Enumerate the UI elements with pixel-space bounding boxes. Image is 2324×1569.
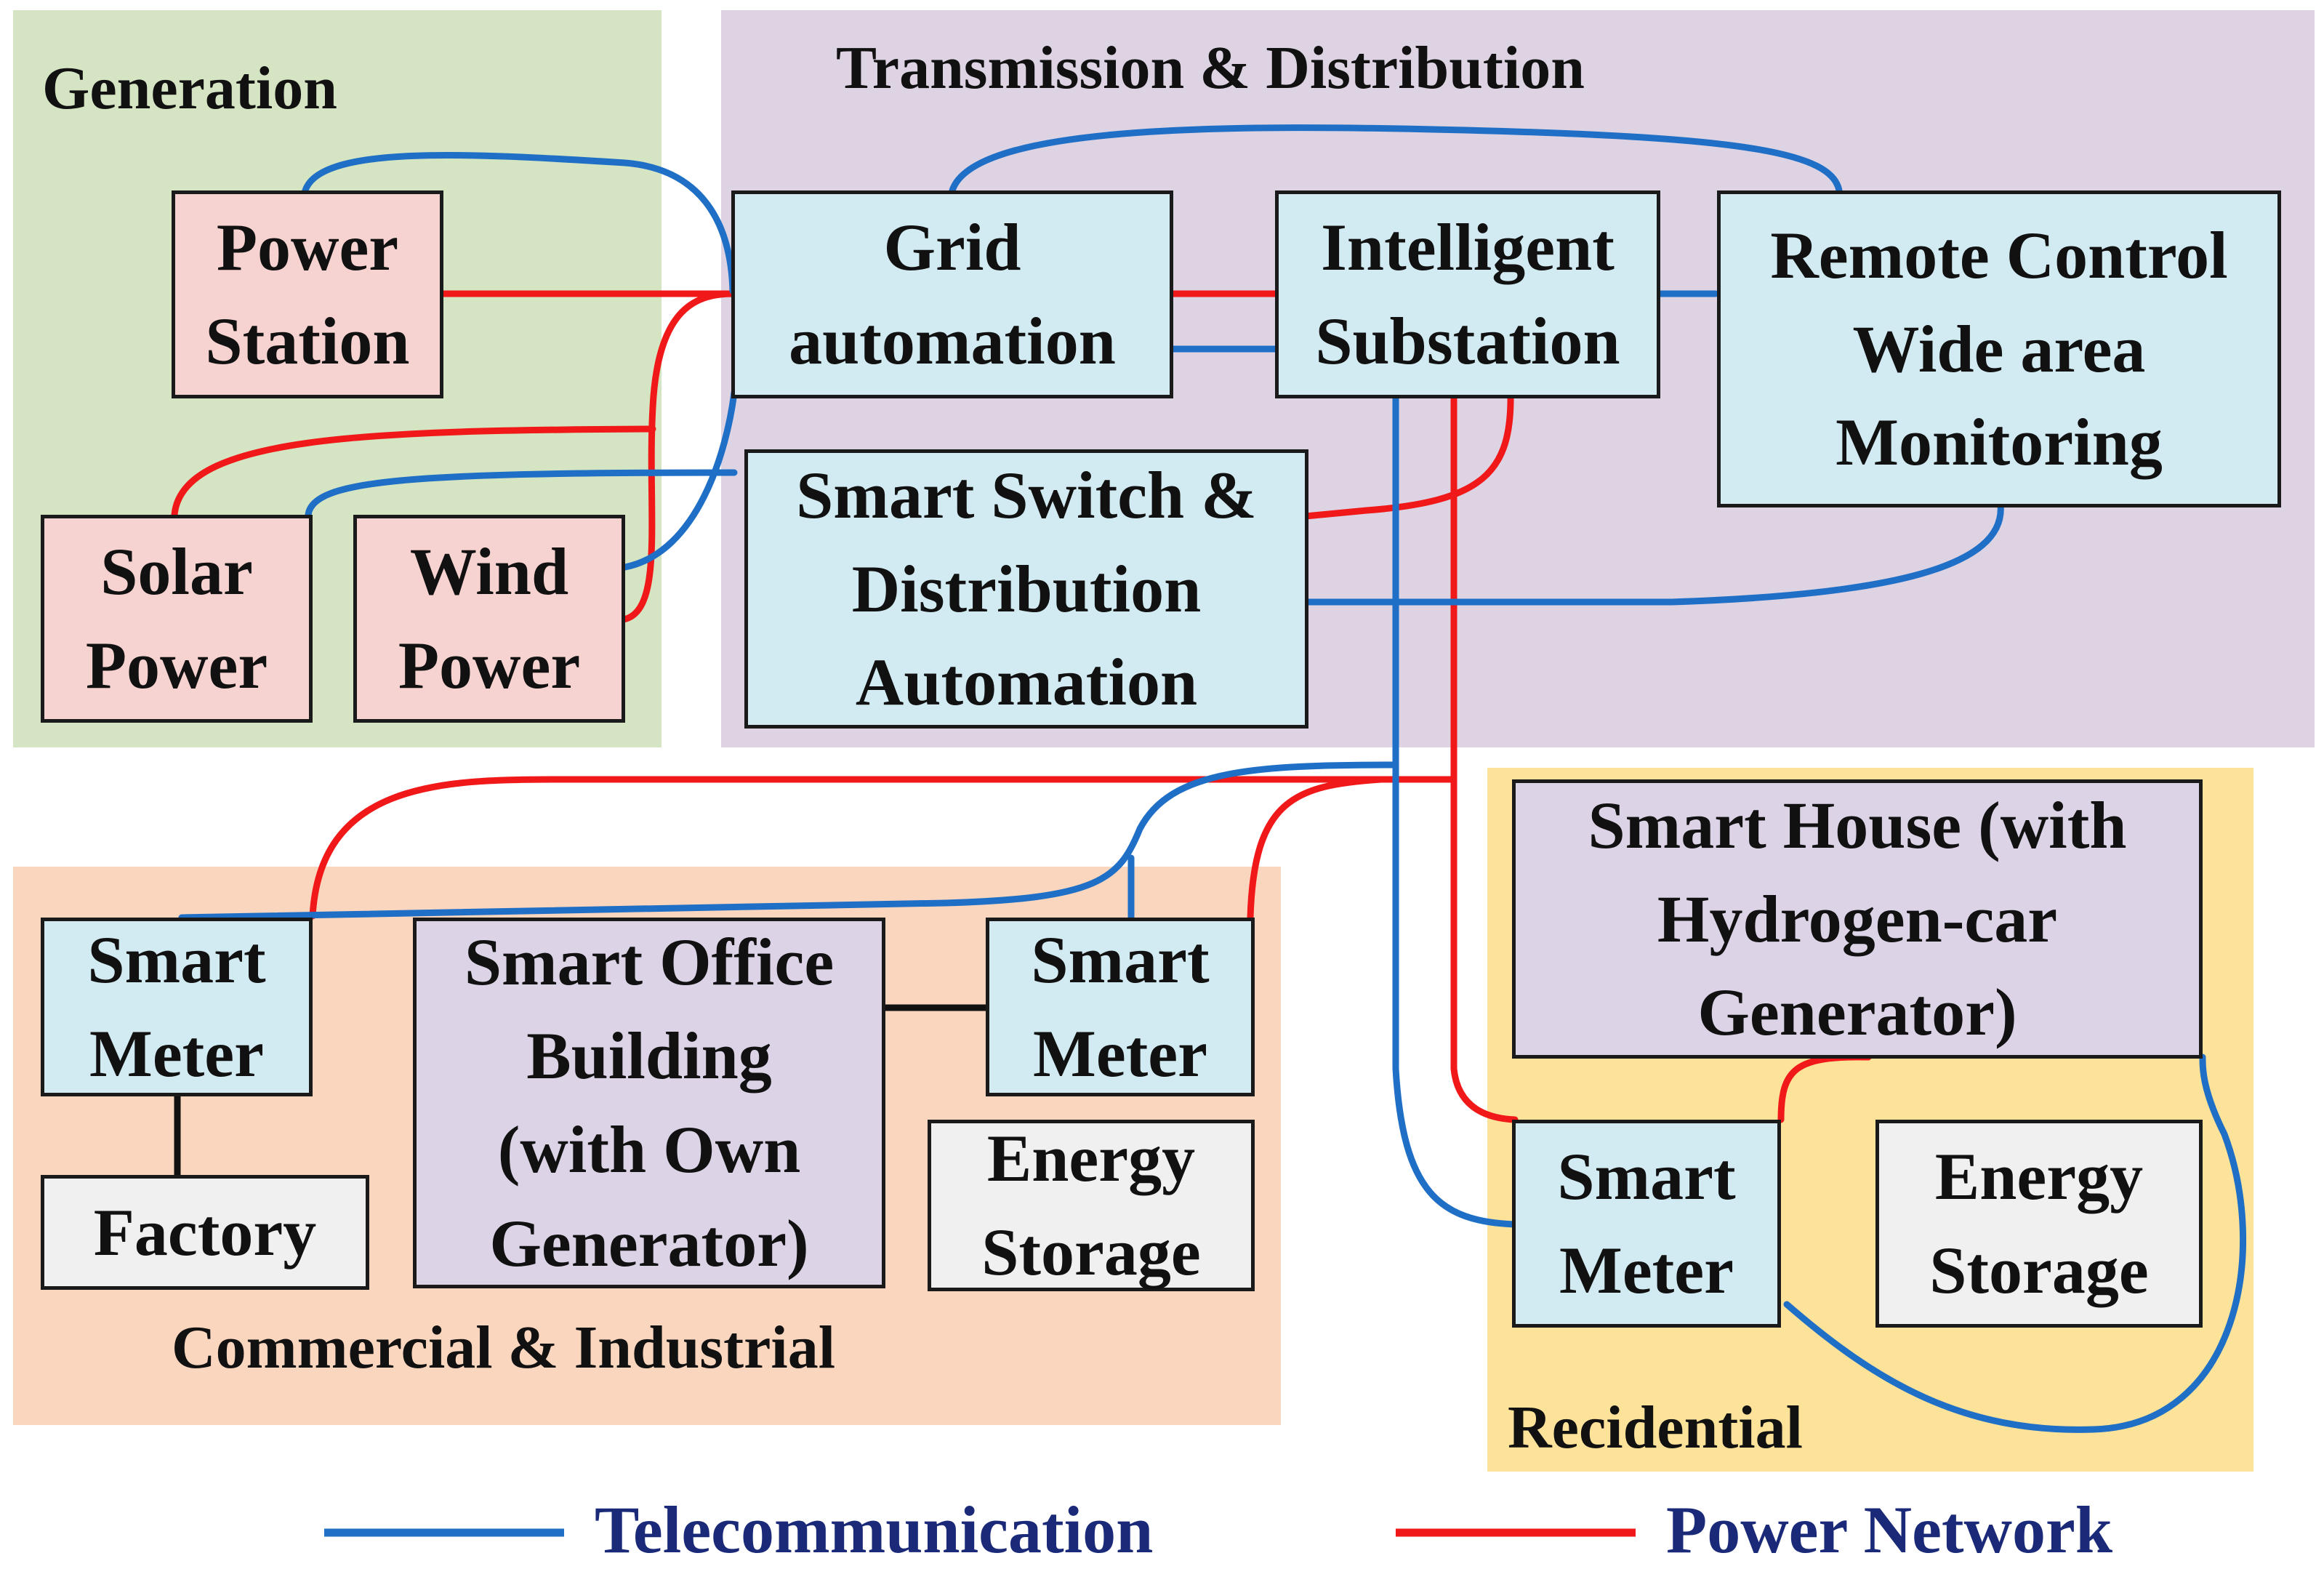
power-line-wind [620,290,738,623]
smart-meter-left-node: Smart Meter [41,918,313,1096]
telecom-line-res-meter [1392,761,1519,1228]
telecom-line-grid-remote [949,124,1843,194]
residential-label: Recidential [1508,1394,1803,1461]
power-station-node: Power Station [172,190,443,398]
telecom-line-solar [305,469,738,518]
energy-storage-res-node: Energy Storage [1875,1120,2203,1328]
remote-control-node: Remote Control Wide area Monitoring [1717,190,2281,507]
grid-automation-node: Grid automation [731,190,1173,398]
power-line-meter-mid [1247,776,1385,921]
legend-telecom-label: Telecommunication [595,1493,1154,1567]
power-line-substation-switch [1302,389,1514,520]
telecom-line-feeder [178,761,1399,921]
transmission-label: Transmission & Distribution [836,34,1585,102]
smart-house-node: Smart House (with Hydrogen-car Generator… [1512,779,2203,1059]
commercial-label: Commercial & Industrial [172,1314,836,1381]
solar-power-node: Solar Power [41,515,313,723]
intelligent-substation-node: Intelligent Substation [1275,190,1660,398]
power-line-house [1777,1054,1872,1123]
smart-meter-mid-node: Smart Meter [986,918,1255,1096]
energy-storage-ci-node: Energy Storage [928,1120,1255,1291]
generation-label: Generation [42,55,337,122]
telecom-line-res-loop [1783,1054,2247,1433]
factory-node: Factory [41,1175,369,1290]
smart-meter-res-node: Smart Meter [1512,1120,1781,1328]
power-line-feeder [309,776,1457,920]
power-line-res-meter [1450,776,1519,1123]
smart-switch-node: Smart Switch & Distribution Automation [744,449,1308,729]
smart-office-node: Smart Office Building (with Own Generato… [413,918,885,1288]
telecom-line-wind [622,389,738,571]
telecom-line-remote-switch [1302,501,2004,606]
legend-power-label: Power Network [1666,1493,2112,1567]
power-line-solar [171,425,656,518]
wind-power-node: Wind Power [353,515,625,723]
telecom-line-station-grid [302,151,736,294]
